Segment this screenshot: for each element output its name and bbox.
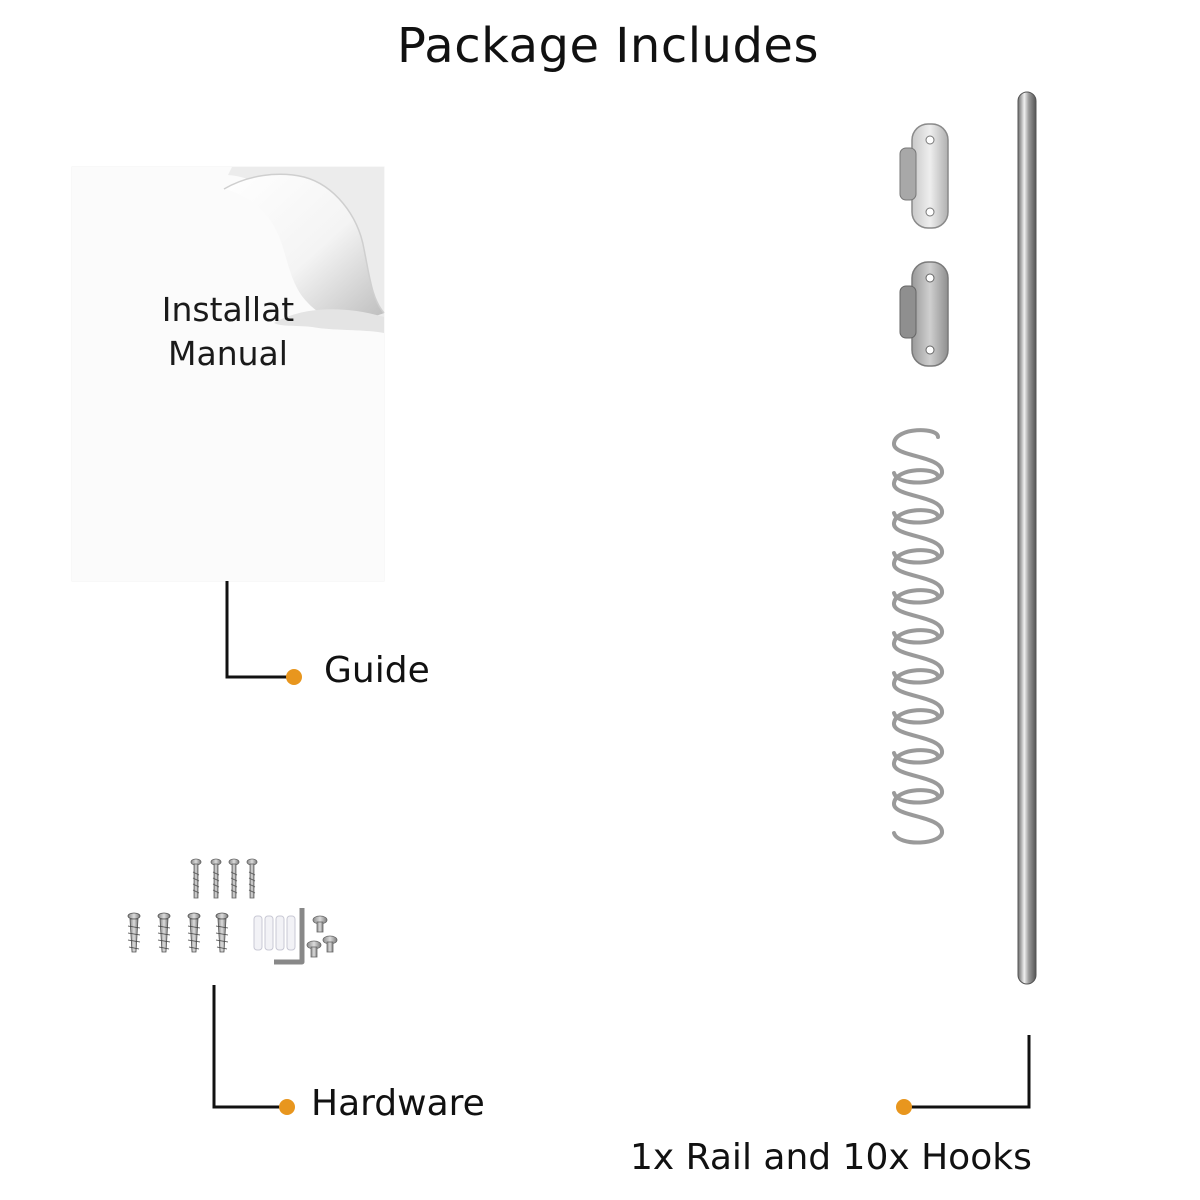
hardware-dot [279, 1099, 295, 1115]
guide-callout [225, 581, 302, 685]
bracket-icon [899, 261, 949, 367]
guide-label: Guide [324, 650, 430, 691]
manual-icon [71, 166, 385, 582]
s-hook-icon [892, 468, 944, 525]
s-hook-icon [892, 668, 944, 725]
hardware-label: Hardware [311, 1083, 485, 1124]
s-hook-icon [892, 748, 944, 805]
hardware-set [127, 858, 338, 965]
rail-icon [1017, 91, 1037, 985]
s-hook-icon [892, 588, 944, 645]
manual-text-line2: Manual [168, 334, 288, 373]
s-hook-icon [892, 428, 944, 485]
s-hook-icon [892, 628, 944, 685]
s-hook-icon [892, 508, 944, 565]
s-hook-icon [892, 708, 944, 765]
hardware-callout [212, 985, 295, 1115]
manual-text: Installat Manual [128, 288, 328, 376]
manual-text-line1: Installat [161, 290, 295, 329]
rail-label: 1x Rail and 10x Hooks [630, 1137, 1032, 1178]
s-hook-icon [892, 548, 944, 605]
set-screw-icon [306, 915, 338, 958]
bracket-set [899, 123, 949, 367]
rail-callout [896, 1035, 1031, 1115]
wall-anchor-icon [127, 912, 229, 953]
screw-icon [190, 858, 258, 899]
s-hook-icon [892, 788, 944, 845]
rail-dot [896, 1099, 912, 1115]
guide-dot [286, 669, 302, 685]
allen-key-icon [274, 908, 305, 965]
anchor-icon [253, 915, 296, 951]
s-hooks [892, 428, 944, 845]
page-title: Package Includes [397, 18, 819, 74]
bracket-icon [899, 123, 949, 229]
